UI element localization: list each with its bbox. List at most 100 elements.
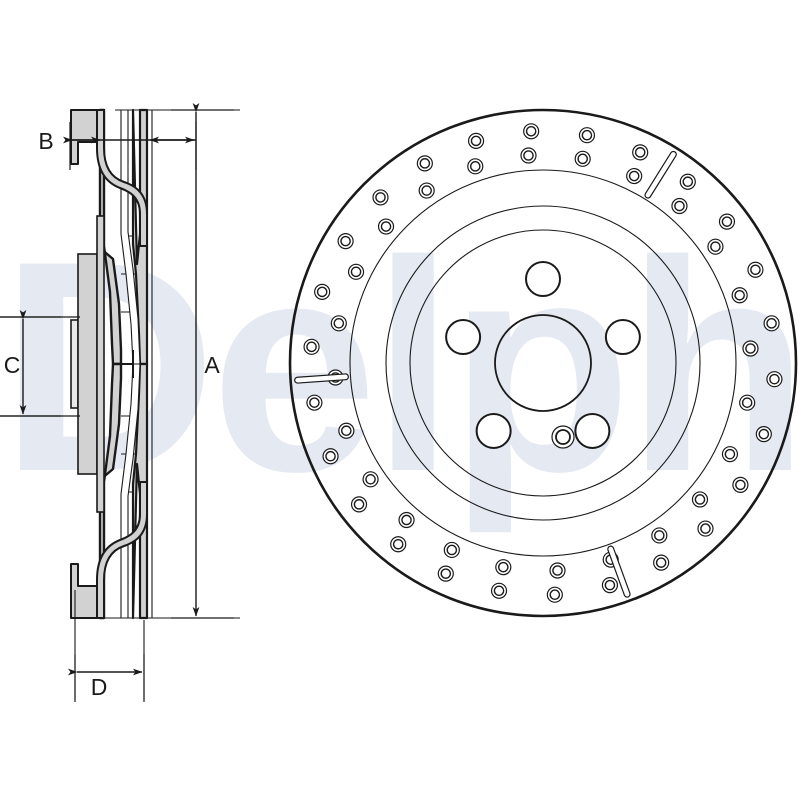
wheel-bolt-hole bbox=[445, 319, 482, 356]
cross-drilled-hole bbox=[739, 394, 756, 411]
drill-hole-inner bbox=[758, 428, 770, 440]
drill-hole-inner bbox=[333, 318, 345, 329]
edge-notch bbox=[120, 363, 134, 378]
dimension-disc-thickness: B bbox=[38, 122, 197, 170]
cross-drilled-hole bbox=[437, 565, 454, 582]
centre-bore bbox=[494, 314, 592, 412]
friction-ring-inner bbox=[349, 169, 737, 557]
cross-drilled-hole bbox=[520, 147, 537, 164]
drill-hole-inner bbox=[353, 499, 365, 510]
cross-drilled-hole bbox=[742, 340, 759, 357]
cross-drilled-hole bbox=[671, 197, 688, 215]
dimension-label-c: C bbox=[4, 352, 21, 378]
cross-drilled-hole bbox=[626, 167, 643, 185]
cross-drilled-hole bbox=[721, 446, 739, 463]
cross-drilled-hole bbox=[679, 173, 696, 190]
drill-hole-inner bbox=[710, 241, 721, 252]
cross-section-view bbox=[70, 108, 153, 620]
cross-drilled-hole bbox=[755, 425, 772, 443]
drill-hole-inner bbox=[741, 397, 753, 408]
drill-hole-inner bbox=[523, 150, 534, 161]
cross-drilled-hole bbox=[732, 476, 749, 493]
cross-drilled-hole bbox=[314, 283, 331, 301]
drill-hole-inner bbox=[350, 266, 362, 278]
dimension-label-b: B bbox=[38, 128, 53, 154]
hub-flange-band bbox=[77, 253, 98, 475]
drill-hole-inner bbox=[769, 373, 780, 385]
drill-hole-inner bbox=[309, 397, 320, 408]
cross-drilled-hole bbox=[763, 315, 780, 332]
drill-hole-inner bbox=[421, 185, 432, 196]
section-half bbox=[70, 362, 149, 620]
wheel-bolt-hole bbox=[525, 261, 561, 297]
drill-hole-inner bbox=[734, 289, 745, 301]
drill-hole-inner bbox=[628, 170, 640, 182]
drill-hole-inner bbox=[365, 474, 376, 485]
drill-hole-inner bbox=[419, 158, 431, 169]
cross-drilled-hole bbox=[330, 315, 347, 332]
cross-drilled-hole bbox=[416, 155, 433, 172]
drill-hole-inner bbox=[306, 341, 317, 353]
cross-drilled-hole bbox=[731, 287, 748, 304]
curved-slot-2 bbox=[608, 546, 630, 597]
cross-drilled-hole bbox=[697, 520, 714, 537]
hat-bell-web bbox=[96, 109, 148, 247]
cross-drilled-hole bbox=[350, 496, 368, 513]
cross-drilled-hole bbox=[523, 123, 540, 140]
hat-outer bbox=[385, 205, 701, 521]
drill-hole-inner bbox=[440, 568, 452, 579]
drill-hole-inner bbox=[674, 200, 685, 212]
cross-drilled-hole bbox=[574, 150, 591, 167]
cross-drilled-hole bbox=[443, 541, 460, 559]
cross-drilled-hole bbox=[718, 213, 736, 230]
section-half bbox=[70, 108, 149, 366]
locating-pin-hole bbox=[555, 429, 571, 445]
cross-drilled-hole bbox=[467, 132, 485, 149]
cross-drilled-hole bbox=[495, 559, 512, 576]
drill-hole-inner bbox=[721, 216, 733, 227]
cross-drilled-hole bbox=[390, 536, 407, 553]
cross-drilled-hole bbox=[372, 189, 389, 206]
drill-hole-inner bbox=[469, 161, 481, 172]
drill-hole-inner bbox=[724, 448, 736, 460]
cross-drilled-hole bbox=[467, 158, 484, 175]
drill-hole-inner bbox=[375, 192, 386, 203]
drill-hole-inner bbox=[655, 557, 667, 568]
cross-drilled-hole bbox=[653, 554, 670, 571]
drill-hole-inner bbox=[340, 235, 351, 247]
cross-drilled-hole bbox=[303, 338, 320, 355]
drill-hole-inner bbox=[634, 147, 646, 158]
cross-drilled-hole bbox=[337, 233, 354, 250]
hub-barrel bbox=[70, 319, 79, 409]
cross-drilled-hole bbox=[322, 448, 339, 465]
drill-hole-inner bbox=[325, 450, 336, 462]
cross-drilled-hole bbox=[601, 577, 619, 594]
drill-hole-inner bbox=[552, 565, 563, 576]
drill-hole-inner bbox=[380, 221, 392, 232]
cross-drilled-hole bbox=[651, 527, 668, 544]
outer-edge bbox=[288, 108, 798, 618]
cross-drilled-hole bbox=[338, 422, 355, 439]
drill-hole-inner bbox=[498, 561, 509, 573]
drill-hole-inner bbox=[525, 126, 537, 137]
cross-drilled-hole bbox=[747, 261, 764, 278]
drill-hole-inner bbox=[577, 153, 588, 165]
cross-drilled-hole bbox=[377, 218, 395, 235]
cross-drilled-hole bbox=[398, 511, 415, 529]
drill-hole-inner bbox=[401, 514, 412, 526]
dimension-overall-height: D bbox=[68, 654, 145, 702]
drill-hole-inner bbox=[700, 523, 711, 534]
drill-hole-inner bbox=[341, 425, 352, 437]
wheel-bolt-hole bbox=[574, 412, 611, 449]
dimension-d-extensions bbox=[74, 590, 240, 700]
cross-drilled-hole bbox=[766, 371, 783, 388]
cross-drilled-hole bbox=[490, 582, 508, 599]
drill-hole-inner bbox=[745, 343, 756, 354]
drill-hole-inner bbox=[549, 589, 561, 600]
drill-hole-inner bbox=[493, 585, 505, 597]
dimension-label-d: D bbox=[91, 674, 108, 700]
drill-hole-inner bbox=[766, 318, 777, 329]
